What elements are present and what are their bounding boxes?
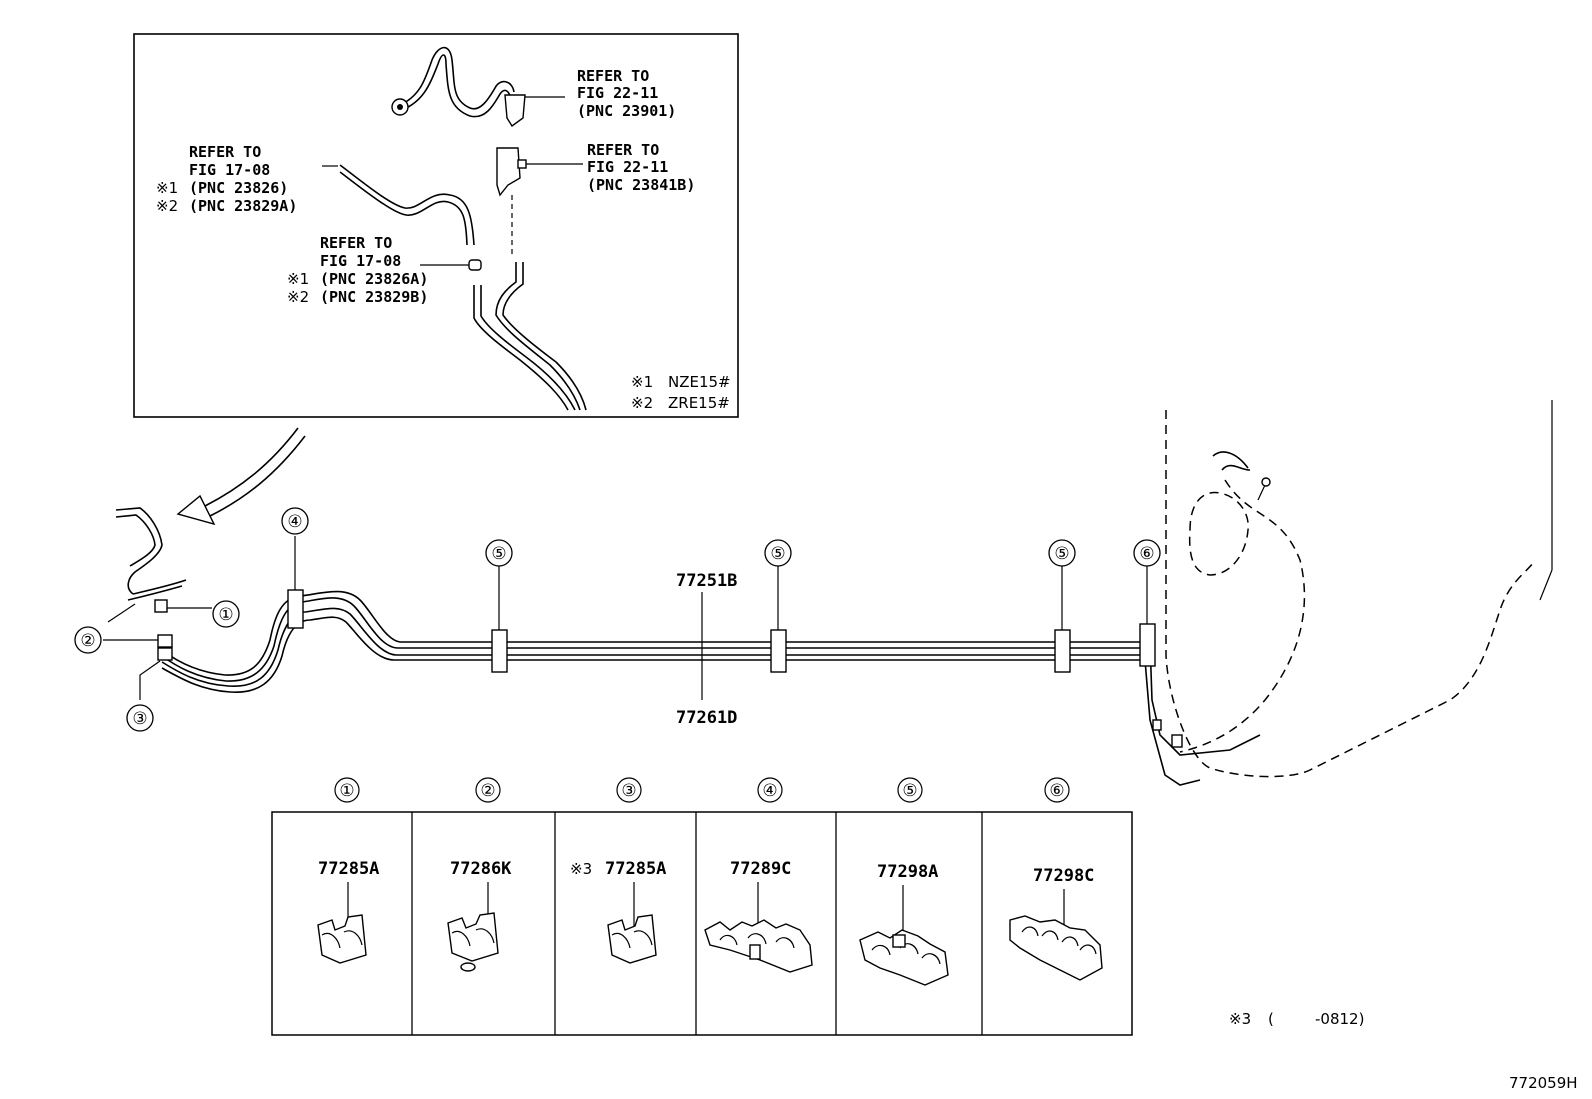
svg-text:※1: ※1 [631, 373, 653, 391]
table-col-4-num: ④ [757, 777, 783, 803]
svg-text:-0812): -0812) [1315, 1010, 1364, 1028]
clamp-6 [1139, 623, 1156, 667]
svg-text:⑤: ⑤ [902, 781, 917, 801]
curved-arrow-icon [176, 427, 306, 526]
svg-text:※2: ※2 [631, 394, 653, 412]
svg-text:⑥: ⑥ [1139, 544, 1154, 564]
clip-77285a-alt-icon [607, 914, 657, 964]
callout-2: ② [74, 626, 102, 654]
table-col-5-num: ⑤ [897, 777, 923, 803]
svg-text:(PNC 23826): (PNC 23826) [189, 179, 288, 197]
svg-text:⑤: ⑤ [491, 544, 506, 564]
ref-label-23901: REFER TO FIG 22-11 (PNC 23901) [577, 67, 676, 120]
filler-neck-icon [391, 94, 526, 128]
part-77289c[interactable]: 77289C [730, 859, 791, 879]
svg-text:REFER TO: REFER TO [587, 141, 659, 159]
svg-text:(PNC 23826A): (PNC 23826A) [320, 270, 428, 288]
figure-id: 772059H [1509, 1074, 1578, 1092]
svg-text:①: ① [339, 781, 354, 801]
clamp-5a [491, 629, 508, 673]
clip-77285a-icon [317, 914, 367, 964]
callout-4: ④ [281, 507, 309, 535]
svg-text:FIG 17-08: FIG 17-08 [189, 161, 270, 179]
part-77286k[interactable]: 77286K [450, 859, 512, 879]
svg-text:②: ② [480, 781, 495, 801]
callout-5b: ⑤ [764, 539, 792, 567]
svg-text:⑤: ⑤ [770, 544, 785, 564]
svg-text:REFER TO: REFER TO [189, 143, 261, 161]
clip-77286k-icon [447, 912, 499, 972]
inset-detail: REFER TO FIG 22-11 (PNC 23901) REFER TO … [133, 33, 739, 418]
svg-text:FIG 22-11: FIG 22-11 [587, 158, 668, 176]
svg-text:FIG 22-11: FIG 22-11 [577, 84, 658, 102]
clamp-2 [157, 634, 173, 661]
svg-text:③: ③ [132, 709, 147, 729]
table-col-1-num: ① [334, 777, 360, 803]
svg-text:②: ② [80, 631, 95, 651]
callout-6: ⑥ [1133, 539, 1161, 567]
fuel-line-assembly: ① ② ③ ④ ⑤ ⑤ ⑤ ⑥ 77251B 77 [74, 400, 1553, 786]
clip-77298a-icon [859, 929, 949, 986]
clip-77289c-icon [704, 919, 813, 973]
svg-text:(PNC 23829A): (PNC 23829A) [189, 197, 297, 215]
svg-text:④: ④ [287, 512, 302, 532]
svg-text:ZRE15#: ZRE15# [668, 394, 730, 412]
clip-77298c-icon [1009, 915, 1103, 981]
part-77298c[interactable]: 77298C [1033, 866, 1094, 886]
svg-text:FIG 17-08: FIG 17-08 [320, 252, 401, 270]
svg-text:(: ( [1268, 1010, 1274, 1028]
part-77298a[interactable]: 77298A [877, 862, 938, 882]
part-77261d[interactable]: 77261D [676, 708, 737, 728]
svg-text:④: ④ [762, 781, 777, 801]
svg-text:NZE15#: NZE15# [668, 373, 731, 391]
svg-text:※1: ※1 [156, 179, 178, 197]
svg-text:(PNC 23841B): (PNC 23841B) [587, 176, 695, 194]
table-col-2-num: ② [475, 777, 501, 803]
part-77285a[interactable]: 77285A [318, 859, 379, 879]
svg-text:(PNC 23829B): (PNC 23829B) [320, 288, 428, 306]
clamp-5b [770, 629, 787, 673]
small-clip-icon [468, 259, 482, 271]
svg-text:※3: ※3 [1229, 1010, 1251, 1028]
footnote: ※3 ( -0812) [1229, 1010, 1364, 1028]
callout-1: ① [212, 600, 240, 628]
clamp-5c [1054, 629, 1071, 673]
svg-text:※1: ※1 [287, 270, 309, 288]
svg-text:REFER TO: REFER TO [577, 67, 649, 85]
svg-text:※2: ※2 [156, 197, 178, 215]
model-legend: ※1 NZE15# ※2 ZRE15# [631, 373, 731, 412]
ref-label-23841b: REFER TO FIG 22-11 (PNC 23841B) [587, 141, 695, 194]
svg-text:(PNC 23901): (PNC 23901) [577, 102, 676, 120]
clamp-parts-table: ① ② ③ ④ ⑤ ⑥ 77285A 77286K ※3 77285A 7728… [271, 777, 1133, 1036]
connector-icon [496, 147, 527, 197]
callout-5c: ⑤ [1048, 539, 1076, 567]
part-77251b[interactable]: 77251B [676, 571, 737, 591]
clamp-4 [287, 589, 304, 629]
note-mark-3: ※3 [570, 860, 592, 878]
callout-5a: ⑤ [485, 539, 513, 567]
svg-text:⑥: ⑥ [1049, 781, 1064, 801]
callout-3: ③ [126, 704, 154, 732]
table-col-3-num: ③ [616, 777, 642, 803]
svg-text:⑤: ⑤ [1054, 544, 1069, 564]
ref-label-23826: REFER TO FIG 17-08 ※1 (PNC 23826) ※2 (PN… [156, 143, 297, 215]
part-77285a-alt[interactable]: 77285A [605, 859, 666, 879]
svg-text:REFER TO: REFER TO [320, 234, 392, 252]
table-col-6-num: ⑥ [1044, 777, 1070, 803]
svg-text:①: ① [218, 605, 233, 625]
svg-text:※2: ※2 [287, 288, 309, 306]
ref-label-23826a: REFER TO FIG 17-08 ※1 (PNC 23826A) ※2 (P… [287, 234, 428, 306]
svg-text:③: ③ [621, 781, 636, 801]
